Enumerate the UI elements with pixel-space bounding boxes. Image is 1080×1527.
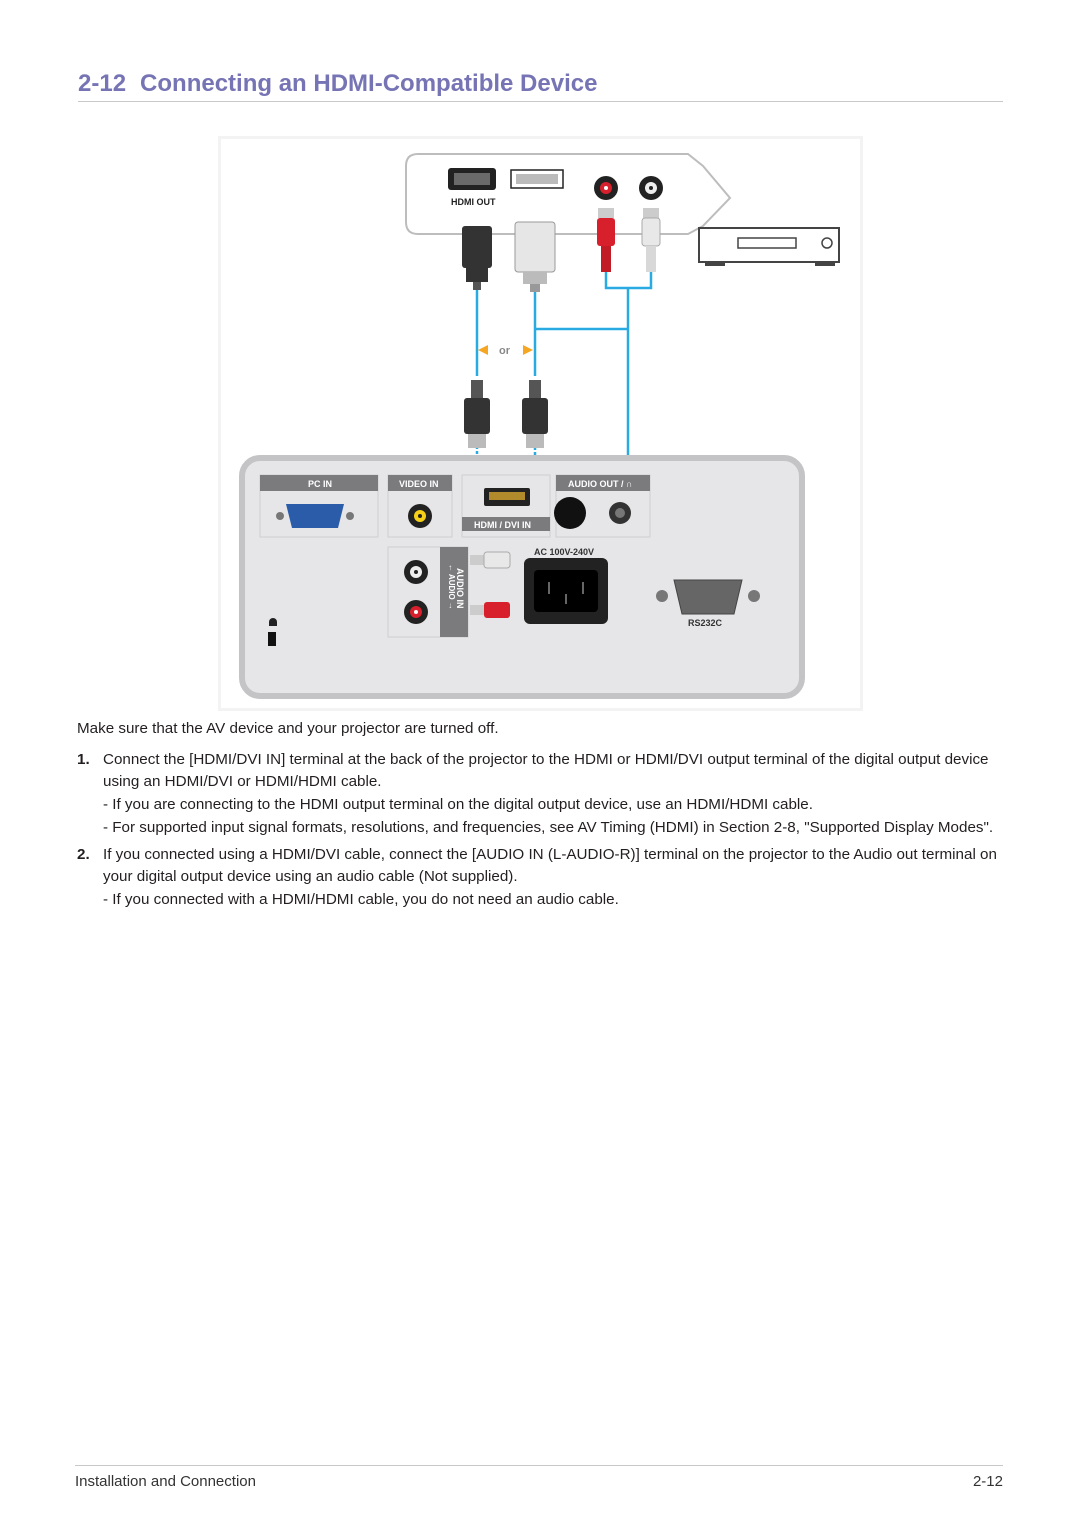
pc-in-label: PC IN: [308, 479, 332, 489]
page-heading: 2-12 Connecting an HDMI-Compatible Device: [78, 70, 1003, 102]
hdmi-plug-lower-left: [464, 380, 490, 448]
audio-in-label: AUDIO IN: [455, 568, 465, 609]
step-number: 1.: [77, 751, 90, 768]
rca-plug-red-top: [597, 208, 615, 272]
audio-out-label: AUDIO OUT / ∩: [568, 479, 633, 489]
footer-page-number: 2-12: [972, 1473, 1003, 1490]
digital-output-device: [698, 227, 840, 266]
or-label: or: [499, 345, 511, 357]
lock-icon: [268, 618, 277, 646]
source-device-panel: HDMI OUT: [405, 153, 732, 235]
ac-label: AC 100V-240V: [534, 547, 594, 557]
step-number: 2.: [77, 846, 90, 863]
connection-diagram: HDMI OUT: [218, 136, 863, 711]
or-marker: or: [478, 345, 533, 357]
dvi-plug-top: [514, 221, 556, 292]
rca-plug-white-top: [641, 208, 661, 272]
step-2-note-1: - If you connected with a HDMI/HDMI cabl…: [103, 891, 619, 908]
step-1-note-1: - If you are connecting to the HDMI outp…: [103, 796, 813, 813]
section-number: 2-12: [78, 70, 127, 97]
hdmi-plug-top: [462, 226, 492, 290]
step-1-note-2: - For supported input signal formats, re…: [103, 819, 994, 836]
rca-plug-white-bottom: [470, 551, 511, 569]
hdmi-out-label: HDMI OUT: [451, 197, 496, 207]
projector-rear-panel: PC IN VIDEO IN HDMI / DVI IN AUDIO OUT /…: [239, 455, 805, 699]
page-footer: Installation and Connection 2-12: [75, 1465, 1003, 1490]
rs232c-label: RS232C: [688, 618, 723, 628]
rca-plug-red-bottom: [470, 602, 510, 618]
instructions: Make sure that the AV device and your pr…: [77, 718, 1005, 911]
step-text: If you connected using a HDMI/DVI cable,…: [103, 846, 997, 885]
video-in-label: VIDEO IN: [399, 479, 439, 489]
intro-text: Make sure that the AV device and your pr…: [77, 720, 499, 737]
step-text: Connect the [HDMI/DVI IN] terminal at th…: [103, 751, 989, 790]
hdmi-dvi-in-label: HDMI / DVI IN: [474, 520, 531, 530]
hdmi-plug-lower-right: [522, 380, 548, 448]
audio-in-side-label: ← AUDIO →: [447, 564, 456, 610]
footer-section: Installation and Connection: [75, 1473, 256, 1490]
section-title: Connecting an HDMI-Compatible Device: [140, 70, 598, 97]
step-1: 1. Connect the [HDMI/DVI IN] terminal at…: [77, 749, 1005, 793]
step-2: 2. If you connected using a HDMI/DVI cab…: [77, 844, 1005, 888]
